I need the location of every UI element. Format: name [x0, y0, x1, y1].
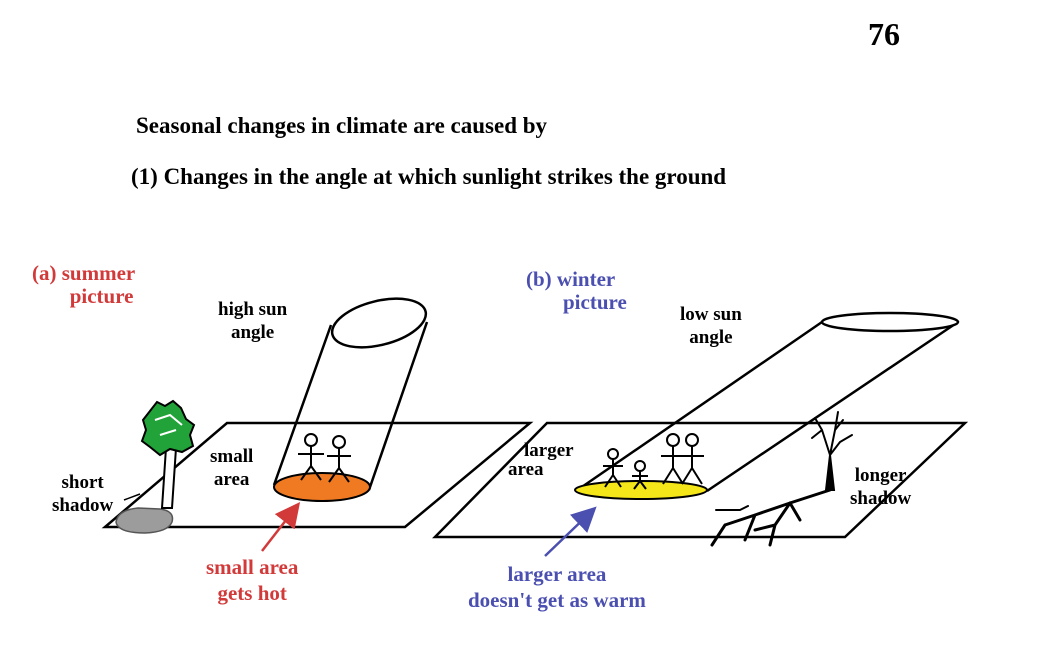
summer-callout-line2: gets hot: [217, 581, 287, 605]
summer-title-line1: (a) summer: [32, 261, 136, 285]
winter-sun-column: [574, 311, 960, 500]
summer-scene: [101, 297, 534, 552]
winter-sun-label-line1: low sun: [680, 304, 742, 325]
summer-sun-label-line2: angle: [230, 322, 275, 343]
winter-sun-label: low sun angle: [680, 303, 742, 349]
summer-area-label-line1: small: [210, 446, 254, 467]
summer-shadow-label: short shadow: [52, 471, 113, 517]
winter-area-label: larger area: [508, 441, 574, 479]
summer-tree: [140, 399, 196, 509]
winter-callout-line2: doesn't get as warm: [468, 588, 646, 612]
winter-scene: [432, 311, 969, 557]
summer-hot-spot: [273, 472, 371, 502]
summer-shadow: [115, 507, 174, 534]
winter-title: (b) winter picture: [526, 268, 627, 314]
winter-shadow-label: longer shadow: [850, 464, 911, 510]
summer-sun-label-line1: high sun: [218, 299, 288, 320]
summer-shadow-label-line2: shadow: [52, 495, 114, 516]
winter-title-line2: picture: [563, 290, 627, 314]
summer-ground: [101, 421, 534, 529]
winter-ground: [432, 421, 969, 539]
summer-sun-column: [272, 297, 429, 502]
summer-title: (a) summer picture: [32, 262, 135, 308]
summer-shadow-label-line1: short: [61, 472, 104, 493]
heading: Seasonal changes in climate are caused b…: [136, 113, 548, 138]
winter-people: [603, 433, 704, 490]
winter-shadow-label-line1: longer: [854, 465, 907, 486]
winter-area-label-line1: larger: [524, 440, 574, 461]
summer-callout-arrow: [261, 502, 301, 552]
subheading: (1) Changes in the angle at which sunlig…: [131, 164, 727, 189]
summer-area-label-line2: area: [213, 469, 250, 490]
summer-people: [298, 433, 351, 483]
winter-callout: larger area doesn't get as warm: [468, 561, 646, 613]
page-number: 76: [868, 16, 900, 52]
summer-area-label: small area: [210, 445, 253, 491]
winter-tree: [710, 411, 853, 547]
winter-area-label-line2: area: [508, 459, 544, 480]
winter-sun-label-line2: angle: [689, 327, 733, 348]
winter-title-line1: (b) winter: [526, 267, 616, 291]
summer-title-line2: picture: [69, 284, 134, 308]
winter-callout-line1: larger area: [507, 562, 607, 586]
winter-callout-arrow: [544, 506, 597, 557]
summer-sun-label: high sun angle: [218, 298, 287, 344]
summer-callout-line1: small area: [206, 555, 299, 579]
winter-shadow-label-line2: shadow: [850, 488, 912, 509]
summer-callout: small area gets hot: [206, 554, 298, 606]
